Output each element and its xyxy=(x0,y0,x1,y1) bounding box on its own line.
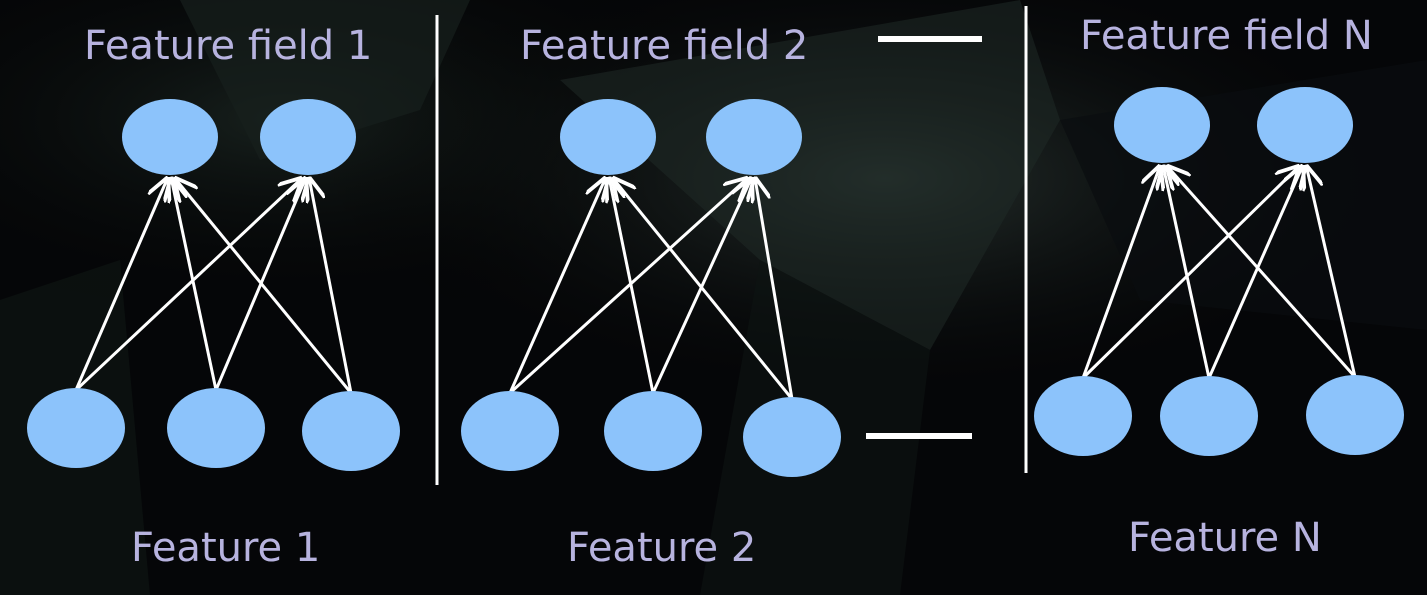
feature-node xyxy=(604,391,702,471)
edge-arrow xyxy=(508,179,605,394)
feature-node xyxy=(302,391,400,471)
edge-arrow xyxy=(309,179,353,394)
feature-node xyxy=(461,391,559,471)
field-node xyxy=(122,99,218,175)
feature-2-label: Feature 2 xyxy=(567,525,757,571)
field-node xyxy=(706,99,802,175)
edge-arrow xyxy=(609,179,655,394)
field-2-title: Feature field 2 xyxy=(520,23,809,69)
edge-arrow xyxy=(175,179,353,394)
feature-node xyxy=(167,388,265,468)
field-node xyxy=(560,99,656,175)
dividers-layer xyxy=(435,6,1028,485)
feature-n-label: Feature N xyxy=(1128,515,1322,561)
edge-arrow xyxy=(74,179,167,391)
edge-arrow xyxy=(1307,167,1357,378)
feature-node xyxy=(743,397,841,477)
field-1-title: Feature field 1 xyxy=(84,23,373,69)
feature-node xyxy=(1160,376,1258,456)
field-n-title: Feature field N xyxy=(1080,13,1373,59)
feature-node xyxy=(1034,376,1132,456)
edge-arrow xyxy=(508,179,747,395)
feature-node xyxy=(1306,375,1404,455)
edge-arrow xyxy=(1207,167,1302,379)
nodes-layer xyxy=(27,87,1404,477)
edge-arrow xyxy=(1163,167,1211,379)
edge-arrow xyxy=(1081,167,1298,380)
field-node xyxy=(1114,87,1210,163)
edge-arrow xyxy=(74,179,301,392)
edge-arrow xyxy=(755,179,794,400)
feature-node xyxy=(27,388,125,468)
edges-layer xyxy=(74,167,1357,400)
field-node xyxy=(1257,87,1353,163)
feature-1-label: Feature 1 xyxy=(131,525,321,571)
edge-arrow xyxy=(1081,167,1160,379)
edge-arrow xyxy=(614,179,794,400)
field-node xyxy=(260,99,356,175)
edge-arrow xyxy=(171,179,218,391)
edge-arrow xyxy=(1168,167,1357,378)
